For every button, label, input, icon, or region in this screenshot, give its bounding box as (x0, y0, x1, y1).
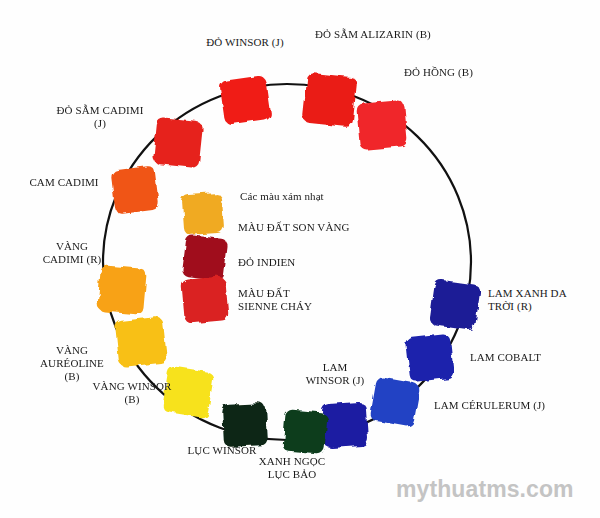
watermark: mythuatms.com (396, 476, 596, 502)
swatch-label: ĐỎ SẪM ALIZARIN (B) (315, 28, 465, 41)
swatch-label: ĐỎ WINSOR (J) (195, 36, 295, 49)
swatch-label: VÀNG AURÉOLINE (B) (32, 344, 112, 383)
swatch-label: ĐỎ INDIEN (238, 256, 358, 269)
swatch-label: VÀNG WINSOR (B) (92, 380, 172, 406)
swatch-label: MÀU ĐẤT SIENNE CHÁY (238, 287, 318, 313)
swatch-label: LỤC WINSOR (172, 444, 272, 457)
swatch-label: LAM XANH DA TRỜI (R) (488, 287, 588, 313)
swatch-label: MÀU ĐẤT SON VÀNG (238, 221, 398, 234)
swatch-label: ĐỎ SẪM CADIMI (J) (55, 104, 145, 130)
swatch-label: CAM CADIMI (29, 176, 99, 189)
swatch-label: XANH NGỌC LỤC BẢO (250, 455, 334, 481)
swatch-label: LAM COBALT (470, 351, 580, 364)
swatch-label: VÀNG CADIMI (R) (37, 240, 107, 266)
swatch-label: LAM WINSOR (J) (300, 361, 370, 387)
paint-swatches (97, 73, 481, 455)
group-heading: Các màu xám nhạt (240, 190, 390, 203)
swatch-label: LAM CÉRULERUM (J) (434, 399, 584, 412)
swatch-label: ĐỎ HỒNG (B) (404, 66, 514, 79)
